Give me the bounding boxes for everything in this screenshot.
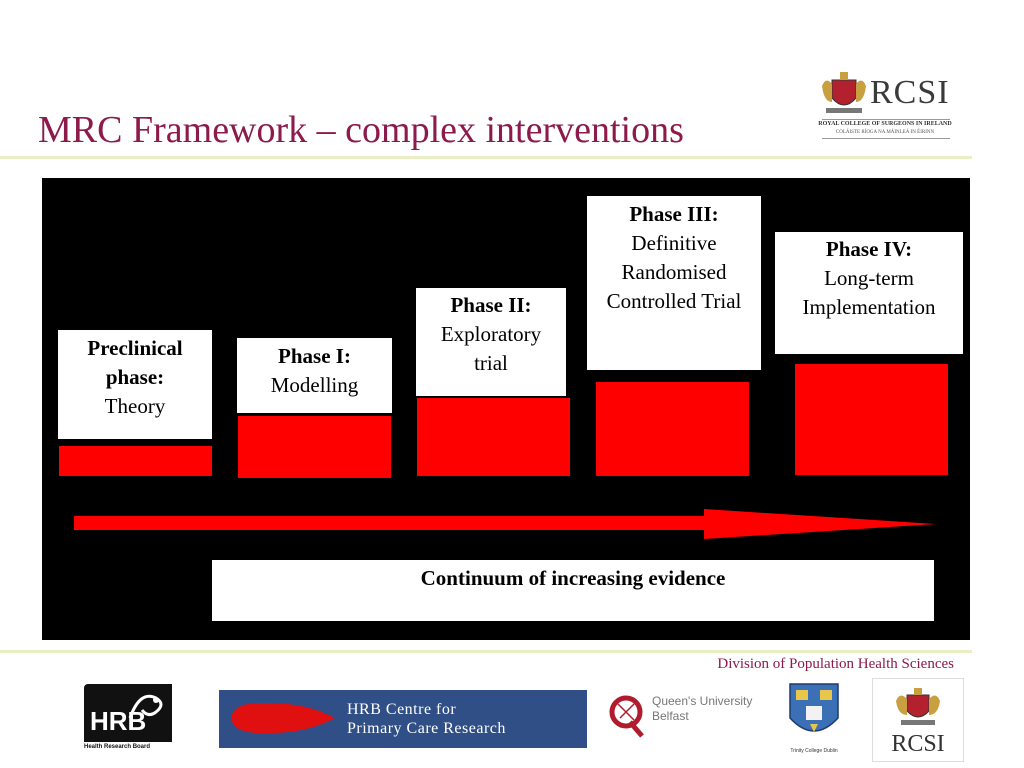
hrb-swirl-icon bbox=[128, 694, 163, 719]
hrb-logo-text: HRB bbox=[90, 706, 147, 736]
rcsi-logo-rule bbox=[822, 119, 950, 120]
rcsi-crest-icon bbox=[822, 72, 866, 113]
phase-box-2: Phase II: Exploratory trial bbox=[416, 288, 566, 396]
qub-line1: Queen's University bbox=[652, 694, 753, 708]
hrb-logo-block bbox=[84, 684, 172, 742]
phase-body: Long-term Implementation bbox=[802, 266, 936, 319]
phase-box-preclinical: Preclinical phase: Theory bbox=[58, 330, 212, 439]
phase-bar-2 bbox=[417, 398, 570, 476]
qub-line2: Belfast bbox=[652, 709, 689, 723]
rcsi-footer-wordmark: RCSI bbox=[891, 731, 945, 757]
phase-box-4: Phase IV: Long-term Implementation bbox=[775, 232, 963, 354]
phase-bar-3 bbox=[596, 382, 749, 476]
phase-body: Modelling bbox=[270, 373, 359, 397]
phase-body: Exploratory trial bbox=[440, 322, 542, 375]
tcd-caption: Trinity College Dublin bbox=[790, 748, 838, 754]
phase-heading: Phase IV: bbox=[825, 237, 913, 261]
hrb-centre-line2: Primary Care Research bbox=[347, 720, 506, 737]
phase-bar-1 bbox=[238, 416, 391, 478]
phase-heading: Preclinical phase: bbox=[87, 336, 183, 389]
phase-bar-4 bbox=[795, 364, 948, 475]
phase-box-3: Phase III: Definitive Randomised Control… bbox=[587, 196, 761, 370]
hrb-logo-subtitle: Health Research Board bbox=[84, 744, 151, 750]
header-divider bbox=[0, 156, 972, 159]
phase-heading: Phase I: bbox=[278, 344, 351, 368]
slide-title: MRC Framework – complex interventions bbox=[38, 109, 684, 151]
tcd-shield-icon bbox=[789, 683, 839, 732]
rcsi-logo-wordmark: RCSI bbox=[870, 74, 950, 111]
rcsi-logo-rule-bottom bbox=[822, 138, 950, 139]
qub-logo: Queen's University Belfast bbox=[606, 686, 766, 748]
rcsi-footer-crest-icon bbox=[896, 688, 940, 725]
footer-divider bbox=[0, 650, 972, 653]
evidence-arrowhead-icon bbox=[704, 509, 936, 539]
rcsi-logo-line2: COLÁISTE RÍOGA NA MÁINLEÁ IN ÉIRINN bbox=[835, 130, 935, 135]
rcsi-logo-line1: ROYAL COLLEGE OF SURGEONS IN IRELAND bbox=[818, 121, 952, 127]
phase-body: Definitive Randomised Controlled Trial bbox=[606, 231, 742, 313]
tcd-logo: Trinity College Dublin bbox=[784, 682, 844, 764]
red-brushstroke-icon bbox=[231, 702, 335, 734]
phase-box-1: Phase I: Modelling bbox=[237, 338, 392, 413]
hrb-centre-line1: HRB Centre for bbox=[347, 701, 457, 718]
rcsi-footer-logo: RCSI bbox=[872, 678, 964, 762]
rcsi-logo: RCSI ROYAL COLLEGE OF SURGEONS IN IRELAN… bbox=[818, 64, 952, 150]
phase-heading: Phase II: bbox=[450, 293, 532, 317]
evidence-caption: Continuum of increasing evidence bbox=[212, 560, 934, 621]
hrb-centre-banner: HRB Centre for Primary Care Research bbox=[219, 690, 587, 748]
evidence-arrow-shaft bbox=[74, 516, 706, 530]
qub-q-icon bbox=[609, 695, 644, 738]
phase-bar-preclinical bbox=[59, 446, 212, 476]
phase-body: Theory bbox=[104, 394, 166, 418]
division-label: Division of Population Health Sciences bbox=[717, 656, 954, 672]
hrb-logo: HRB Health Research Board bbox=[84, 684, 172, 756]
phase-heading: Phase III: bbox=[629, 202, 719, 226]
